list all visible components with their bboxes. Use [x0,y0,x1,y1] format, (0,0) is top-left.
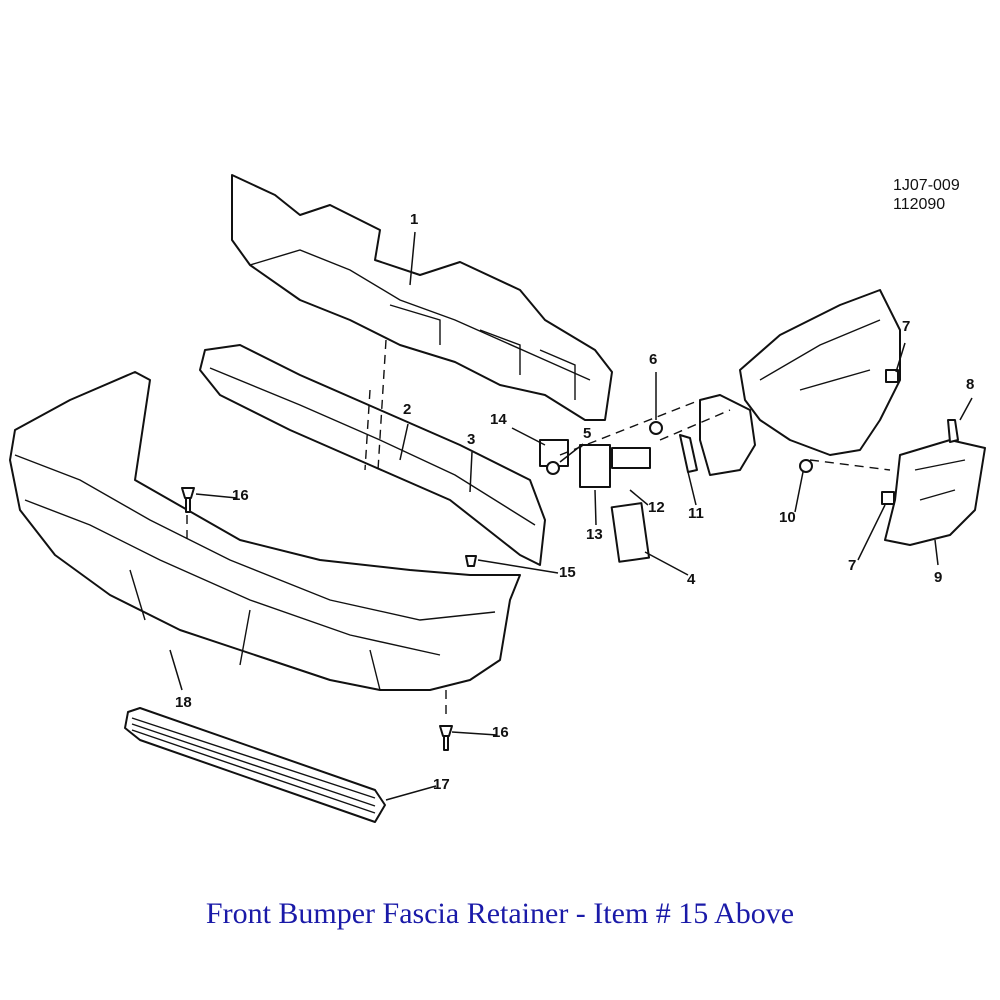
callout-7-top: 7 [902,318,911,335]
callout-12: 12 [648,499,665,516]
part-fascia-retainer-15 [465,555,477,567]
part-fender [739,289,901,456]
callout-2: 2 [403,401,412,418]
part-energy-absorber [231,174,613,421]
callout-11: 11 [688,505,704,522]
callout-15: 15 [559,564,576,581]
callout-18: 18 [175,694,192,711]
callout-4: 4 [687,571,696,588]
drawing-code-line2: 112090 [893,196,946,213]
callout-9: 9 [934,569,943,586]
part-side-bracket [884,439,986,546]
callout-8: 8 [966,376,975,393]
callout-17: 17 [433,776,450,793]
part-push-retainer-16 [181,487,195,513]
callout-7-bottom: 7 [848,557,857,574]
drawing-code-line1: 1J07-009 [893,177,960,194]
part-bracket-13 [579,444,611,488]
callout-1: 1 [410,211,419,228]
drawing-code: 1J07-009 112090 [893,176,960,214]
callout-3: 3 [467,431,476,448]
caption: Front Bumper Fascia Retainer - Item # 15… [205,897,795,930]
callout-14: 14 [490,411,507,428]
callout-13: 13 [586,526,603,543]
callout-5: 5 [583,425,592,442]
callout-6: 6 [649,351,658,368]
callout-16-upper: 16 [232,487,249,504]
part-push-retainer-16b [439,725,453,751]
callout-16-lower: 16 [492,724,509,741]
part-front-fascia [9,371,521,691]
part-bracket-4 [610,502,651,563]
callout-10: 10 [779,509,796,526]
